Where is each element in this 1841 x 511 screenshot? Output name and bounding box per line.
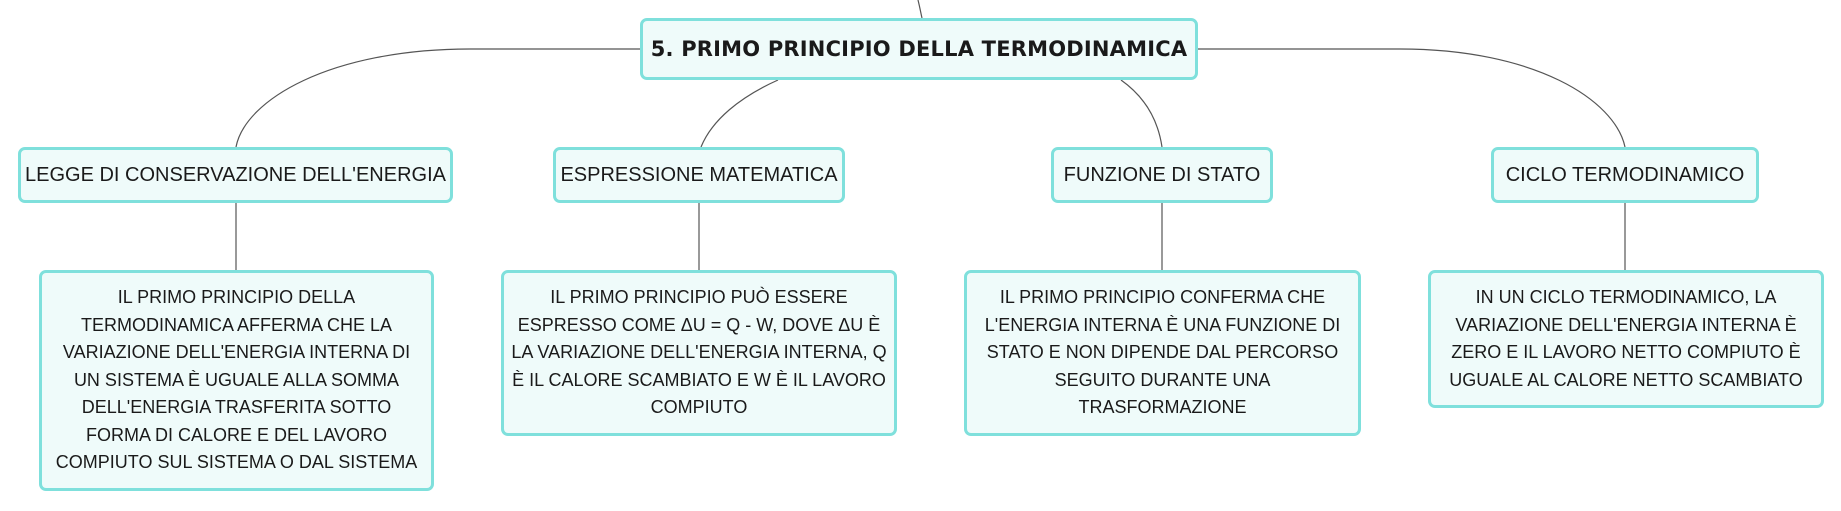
topic-node-state-function[interactable]: FUNZIONE DI STATO <box>1051 147 1273 203</box>
topic-node-label: ESPRESSIONE MATEMATICA <box>560 163 838 186</box>
topic-node-label: LEGGE DI CONSERVAZIONE DELL'ENERGIA <box>25 163 446 186</box>
detail-node-state-function[interactable]: IL PRIMO PRINCIPIO CONFERMA CHE L'ENERGI… <box>964 270 1361 436</box>
detail-node-text: IN UN CICLO TERMODINAMICO, LA VARIAZIONE… <box>1449 287 1803 390</box>
topic-node-label: CICLO TERMODINAMICO <box>1505 163 1745 186</box>
connector-root-to-topic-2 <box>700 79 779 148</box>
connector-root-to-topic-4 <box>1198 48 1626 148</box>
topic-node-label: FUNZIONE DI STATO <box>1063 163 1261 186</box>
detail-node-text: IL PRIMO PRINCIPIO PUÒ ESSERE ESPRESSO C… <box>511 287 887 418</box>
root-node[interactable]: 5. PRIMO PRINCIPIO DELLA TERMODINAMICA <box>640 18 1198 80</box>
detail-node-text: IL PRIMO PRINCIPIO DELLA TERMODINAMICA A… <box>55 287 418 473</box>
root-node-label: 5. PRIMO PRINCIPIO DELLA TERMODINAMICA <box>650 37 1188 61</box>
detail-node-text: IL PRIMO PRINCIPIO CONFERMA CHE L'ENERGI… <box>984 287 1341 418</box>
detail-node-conservation[interactable]: IL PRIMO PRINCIPIO DELLA TERMODINAMICA A… <box>39 270 434 491</box>
connector-root-to-topic-1 <box>235 48 640 148</box>
topic-node-conservation[interactable]: LEGGE DI CONSERVAZIONE DELL'ENERGIA <box>18 147 453 203</box>
detail-node-thermo-cycle[interactable]: IN UN CICLO TERMODINAMICO, LA VARIAZIONE… <box>1428 270 1824 408</box>
connector-root-to-topic-3 <box>1120 79 1163 148</box>
connector-parent-to-root <box>917 0 923 19</box>
topic-node-thermo-cycle[interactable]: CICLO TERMODINAMICO <box>1491 147 1759 203</box>
topic-node-math-expression[interactable]: ESPRESSIONE MATEMATICA <box>553 147 845 203</box>
detail-node-math-expression[interactable]: IL PRIMO PRINCIPIO PUÒ ESSERE ESPRESSO C… <box>501 270 897 436</box>
